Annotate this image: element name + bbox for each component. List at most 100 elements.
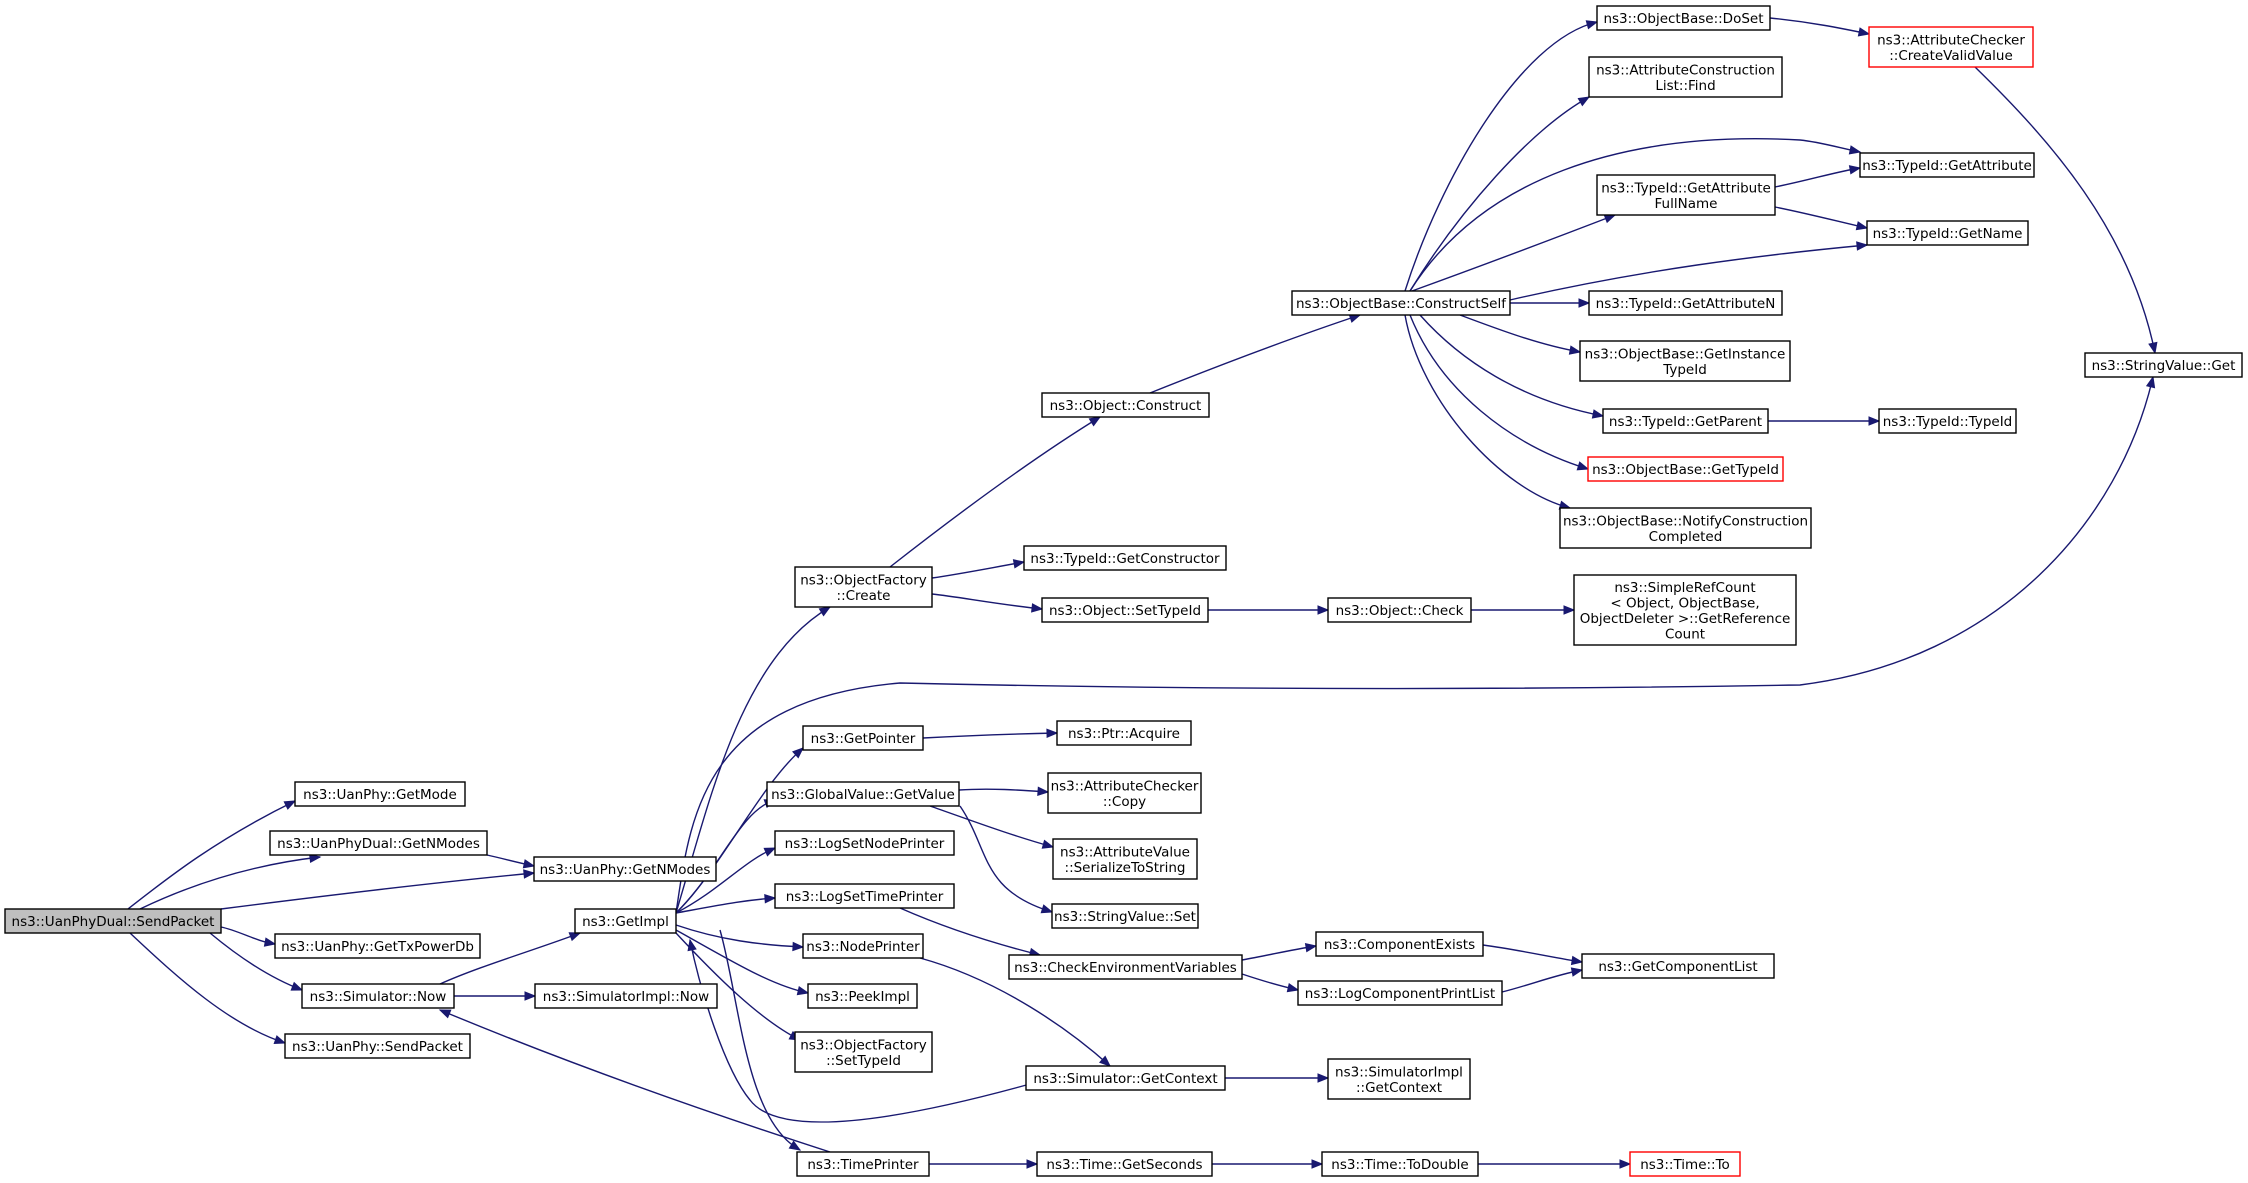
- edge-arrowhead: [1304, 942, 1318, 953]
- node-typeid-getparent[interactable]: ns3::TypeId::GetParent: [1602, 408, 1769, 434]
- edge-line: [675, 847, 776, 914]
- node-label: ns3::StringValue::Set: [1054, 909, 1196, 925]
- node-box: [1859, 152, 2035, 178]
- node-dual-get-nmodes[interactable]: ns3::UanPhyDual::GetNModes: [269, 830, 488, 856]
- edge-line: [1769, 17, 1870, 35]
- node-label: ns3::ComponentExists: [1324, 937, 1475, 953]
- node-log-set-node-printer[interactable]: ns3::LogSetNodePrinter: [774, 830, 955, 856]
- edge-objectbase_constructself-to-objectbase_doset: [1404, 20, 1599, 292]
- edge-arrowhead: [687, 938, 697, 952]
- node-box: [1315, 931, 1484, 957]
- edge-line: [1149, 314, 1361, 394]
- node-box: [294, 781, 466, 807]
- node-label: ns3::TypeId::GetParent: [1609, 414, 1762, 430]
- node-box: [1559, 507, 1812, 549]
- edge-time_getseconds-to-time_todouble: [1212, 1159, 1324, 1169]
- node-objectbase-notifyconstruction[interactable]: ns3::ObjectBase::NotifyConstructionCompl…: [1559, 507, 1812, 549]
- edge-line: [675, 897, 776, 914]
- node-label: ns3::GetImpl: [582, 914, 669, 930]
- edge-line: [1419, 314, 1604, 417]
- node-get-mode[interactable]: ns3::UanPhy::GetMode: [294, 781, 466, 807]
- edge-arrowhead: [1856, 241, 1869, 251]
- node-label: TypeId: [1662, 362, 1707, 378]
- node-objectbase-constructself[interactable]: ns3::ObjectBase::ConstructSelf: [1291, 290, 1511, 316]
- node-stringvalue-set[interactable]: ns3::StringValue::Set: [1051, 903, 1199, 929]
- node-typeid-getattribute[interactable]: ns3::TypeId::GetAttribute: [1859, 152, 2035, 178]
- node-get-tx-power-db[interactable]: ns3::UanPhy::GetTxPowerDb: [274, 933, 481, 959]
- node-label: ns3::Simulator::GetContext: [1033, 1071, 1217, 1087]
- node-simulatorimpl-now[interactable]: ns3::SimulatorImpl::Now: [534, 983, 718, 1009]
- edge-line: [1774, 167, 1861, 188]
- node-time-getseconds[interactable]: ns3::Time::GetSeconds: [1036, 1151, 1213, 1177]
- node-label: ns3::AttributeValue: [1060, 844, 1190, 860]
- node-typeid-getattributen[interactable]: ns3::TypeId::GetAttributeN: [1588, 290, 1783, 316]
- node-log-component-printlist[interactable]: ns3::LogComponentPrintList: [1297, 980, 1503, 1006]
- node-label: ns3::LogSetNodePrinter: [785, 836, 945, 852]
- node-object-check[interactable]: ns3::Object::Check: [1327, 597, 1472, 623]
- node-box: [1588, 290, 1783, 316]
- node-label: ns3::SimulatorImpl: [1335, 1064, 1463, 1080]
- node-component-exists[interactable]: ns3::ComponentExists: [1315, 931, 1484, 957]
- node-uanphy-send-packet[interactable]: ns3::UanPhy::SendPacket: [284, 1033, 471, 1059]
- edge-line: [1409, 96, 1590, 292]
- node-simulator-getcontext[interactable]: ns3::Simulator::GetContext: [1025, 1065, 1226, 1091]
- node-label: List::Find: [1655, 78, 1715, 94]
- node-attrchecker-createvalidvalue[interactable]: ns3::AttributeChecker::CreateValidValue: [1868, 26, 2034, 68]
- node-simulatorimpl-getcontext[interactable]: ns3::SimulatorImpl::GetContext: [1327, 1058, 1471, 1100]
- node-label: ns3::LogSetTimePrinter: [786, 889, 944, 905]
- node-typeid-typeid[interactable]: ns3::TypeId::TypeId: [1878, 408, 2017, 434]
- node-get-pointer[interactable]: ns3::GetPointer: [802, 725, 924, 751]
- node-typeid-getconstructor[interactable]: ns3::TypeId::GetConstructor: [1023, 545, 1227, 571]
- node-log-set-time-printer[interactable]: ns3::LogSetTimePrinter: [774, 883, 955, 909]
- node-objectfactory-settypeid[interactable]: ns3::ObjectFactory::SetTypeId: [794, 1031, 933, 1073]
- node-label: ns3::ObjectFactory: [800, 572, 927, 588]
- node-ptr-acquire[interactable]: ns3::Ptr::Acquire: [1056, 720, 1192, 746]
- node-check-env-vars[interactable]: ns3::CheckEnvironmentVariables: [1008, 954, 1243, 980]
- node-globalvalue-getvalue[interactable]: ns3::GlobalValue::GetValue: [766, 781, 960, 807]
- node-stringvalue-get[interactable]: ns3::StringValue::Get: [2084, 352, 2243, 378]
- node-attrchecker-copy[interactable]: ns3::AttributeChecker::Copy: [1047, 772, 1202, 814]
- node-get-component-list[interactable]: ns3::GetComponentList: [1581, 953, 1775, 979]
- node-objectfactory-create[interactable]: ns3::ObjectFactory::Create: [794, 566, 933, 608]
- edge-time_todouble-to-time_to: [1478, 1159, 1632, 1169]
- node-peek-impl[interactable]: ns3::PeekImpl: [807, 983, 918, 1009]
- edge-line: [1974, 66, 2156, 354]
- node-objectbase-doset[interactable]: ns3::ObjectBase::DoSet: [1596, 5, 1771, 31]
- edge-arrowhead: [1317, 605, 1330, 615]
- node-box: [534, 983, 718, 1009]
- node-box: [1041, 597, 1209, 623]
- edge-objectbase_constructself-to-typeid_getparent: [1419, 314, 1605, 419]
- edge-typeid_getattributefullname-to-typeid_getname: [1774, 206, 1869, 231]
- node-typeid-getname[interactable]: ns3::TypeId::GetName: [1866, 220, 2029, 246]
- edge-arrowhead: [1099, 1055, 1112, 1067]
- node-simulator-now[interactable]: ns3::Simulator::Now: [301, 983, 455, 1009]
- edge-arrowhead: [1037, 786, 1050, 796]
- node-time-todouble[interactable]: ns3::Time::ToDouble: [1321, 1151, 1479, 1177]
- node-node-printer[interactable]: ns3::NodePrinter: [802, 933, 924, 959]
- edge-arrowhead: [1619, 1159, 1632, 1169]
- node-simplerefcount[interactable]: ns3::SimpleRefCount< Object, ObjectBase,…: [1573, 574, 1797, 646]
- node-box: [1047, 772, 1202, 814]
- node-box: [269, 830, 488, 856]
- node-uanphy-get-nmodes[interactable]: ns3::UanPhy::GetNModes: [533, 856, 717, 882]
- node-label: ns3::UanPhyDual::GetNModes: [277, 836, 480, 852]
- node-attrvalue-serialize[interactable]: ns3::AttributeValue::SerializeToString: [1052, 838, 1198, 880]
- node-object-construct[interactable]: ns3::Object::Construct: [1041, 392, 1210, 418]
- node-label: Completed: [1649, 529, 1723, 545]
- edge-line: [959, 805, 1053, 913]
- node-box: [1056, 720, 1192, 746]
- node-box: [1052, 838, 1198, 880]
- node-label: ns3::Simulator::Now: [310, 989, 447, 1005]
- node-get-impl[interactable]: ns3::GetImpl: [574, 908, 677, 934]
- edge-typeid_getparent-to-typeid_typeid: [1768, 416, 1881, 426]
- node-time-to[interactable]: ns3::Time::To: [1629, 1151, 1741, 1177]
- node-objectbase-gettypeid[interactable]: ns3::ObjectBase::GetTypeId: [1587, 456, 1784, 482]
- node-send-packet[interactable]: ns3::UanPhyDual::SendPacket: [4, 908, 222, 934]
- node-object-settypeid[interactable]: ns3::Object::SetTypeId: [1041, 597, 1209, 623]
- node-time-printer[interactable]: ns3::TimePrinter: [796, 1151, 930, 1177]
- node-box: [533, 856, 717, 882]
- node-box: [2084, 352, 2243, 378]
